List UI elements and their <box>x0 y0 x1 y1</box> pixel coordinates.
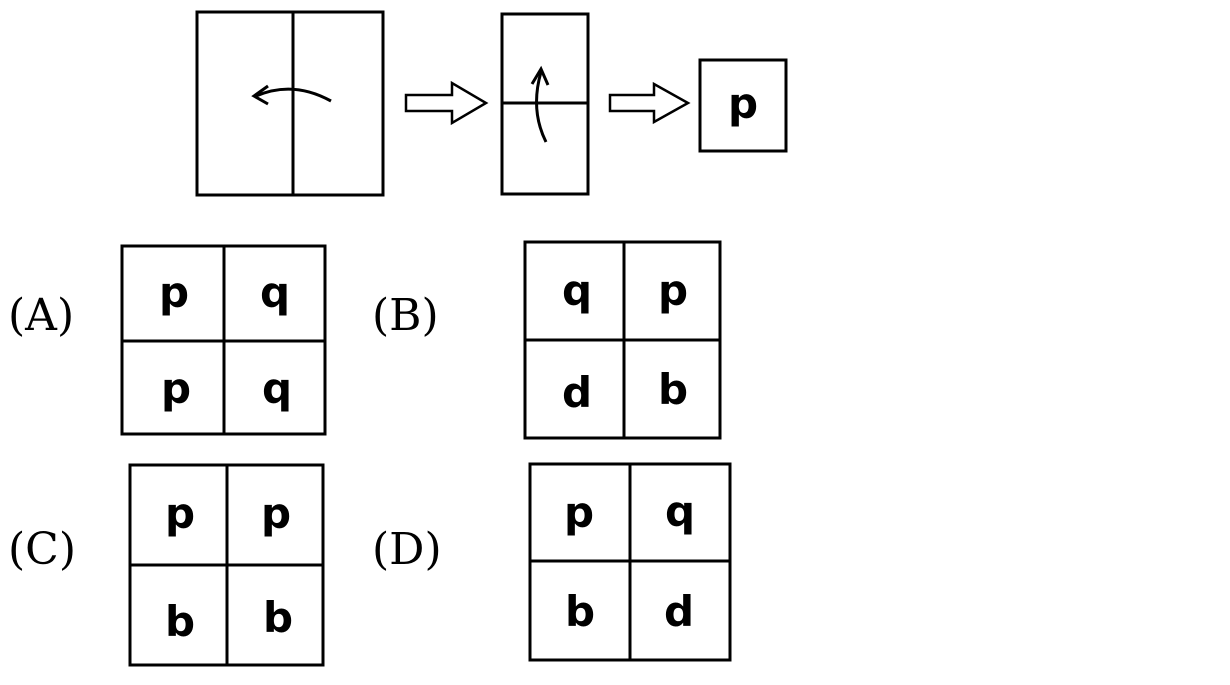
step1-paper <box>195 10 385 197</box>
option-b-cell: p <box>658 266 688 315</box>
option-d-cell: d <box>664 587 694 636</box>
option-b-cell: b <box>658 365 688 414</box>
option-b-cell: q <box>562 266 592 315</box>
step3-folded-paper: p <box>698 58 788 153</box>
fold-up-arrow-icon <box>530 65 550 143</box>
option-a-label: (A) <box>8 290 74 341</box>
option-a[interactable]: (A) p q p q <box>8 244 327 436</box>
option-d-label: (D) <box>372 524 442 575</box>
option-c-cell: b <box>165 597 195 646</box>
option-c-label: (C) <box>8 524 76 575</box>
option-d-cell: b <box>565 587 595 636</box>
option-d-cell: q <box>665 487 695 536</box>
option-c-cell: p <box>165 489 195 538</box>
option-c-cell: b <box>263 593 293 642</box>
option-a-cell: p <box>159 268 189 317</box>
option-a-cell: q <box>260 268 290 317</box>
step-arrow-icon <box>404 80 489 126</box>
option-c[interactable]: (C) p p b b <box>8 463 325 667</box>
option-a-cell: q <box>262 364 292 413</box>
step2-paper <box>500 12 590 196</box>
step-arrow-icon <box>608 81 691 125</box>
option-a-cell: p <box>161 364 191 413</box>
option-d-cell: p <box>564 488 594 537</box>
option-b-cell: d <box>562 368 592 417</box>
option-b-label: (B) <box>372 290 439 341</box>
option-b[interactable]: (B) q p d b <box>372 240 722 440</box>
fold-left-arrow-icon <box>251 84 332 106</box>
option-d[interactable]: (D) p q b d <box>372 462 732 662</box>
folded-letter: p <box>728 79 758 128</box>
option-c-cell: p <box>261 489 291 538</box>
